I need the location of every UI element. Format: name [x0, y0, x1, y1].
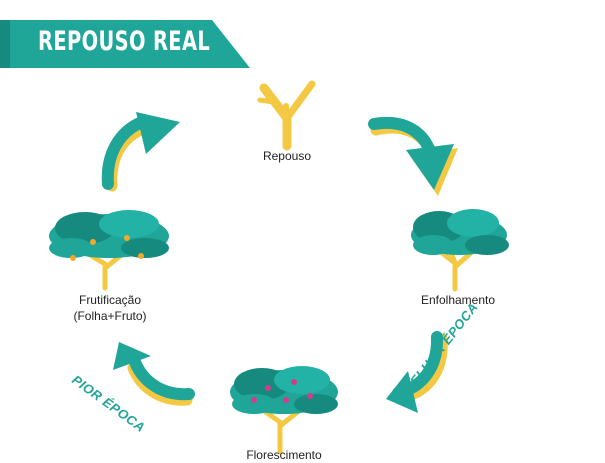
- bare-tree-icon: [242, 78, 332, 148]
- cycle-arrow-top-right: [370, 118, 470, 208]
- page-title: REPOUSO REAL: [38, 26, 210, 57]
- stage-label-frutificacao-line2: (Folha+Fruto): [55, 308, 165, 324]
- stage-label-florescimento: Florescimento: [228, 447, 340, 463]
- stage-label-frutificacao: Frutificação (Folha+Fruto): [55, 292, 165, 324]
- fruiting-tree-icon: [45, 208, 175, 288]
- cycle-arrow-bottom-left: [105, 340, 195, 410]
- stage-label-enfolhamento: Enfolhamento: [408, 292, 508, 308]
- cycle-arrow-top-left: [100, 112, 190, 192]
- stage-label-repouso: Repouso: [257, 148, 317, 164]
- stage-label-frutificacao-line1: Frutificação: [55, 292, 165, 308]
- leafy-tree-icon: [403, 205, 513, 290]
- flowering-tree-icon: [224, 362, 344, 452]
